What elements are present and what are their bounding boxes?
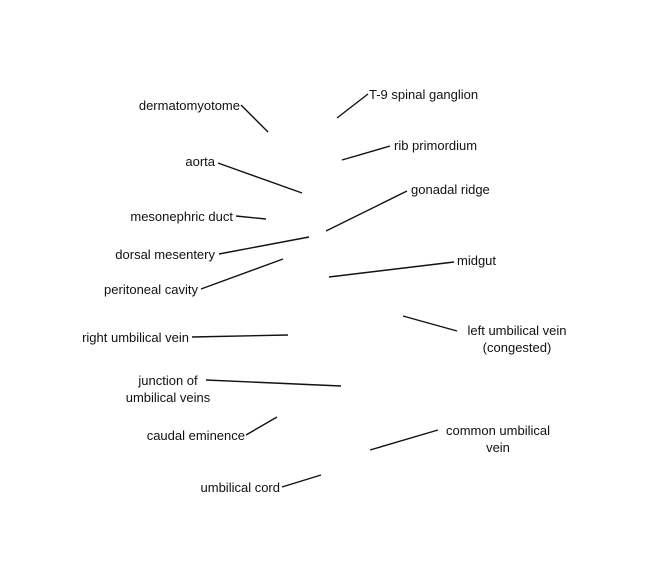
label-gonadal-ridge: gonadal ridge <box>411 182 490 197</box>
label-umbilical-cord: umbilical cord <box>200 480 280 495</box>
label-left-umbilical-vein-line-2: (congested) <box>482 340 552 355</box>
label-mesonephric-duct: mesonephric duct <box>130 209 233 224</box>
leader-dorsal-mesentery <box>218 236 310 255</box>
label-right-umbilical-vein: right umbilical vein <box>82 330 189 345</box>
label-common-umbilical-vein-line-1: common umbilical <box>445 423 551 438</box>
label-t9-spinal-ganglion: T-9 spinal ganglion <box>369 87 479 102</box>
label-common-umbilical-vein-line-2: vein <box>486 440 510 455</box>
label-junction-line-2: umbilical veins <box>125 390 211 405</box>
label-dermatomyotome: dermatomyotome <box>138 98 240 113</box>
leader-t9-spinal-ganglion <box>336 93 369 119</box>
leader-common-umbilical-vein <box>369 429 439 451</box>
label-rib-primordium: rib primordium <box>394 138 478 153</box>
leader-left-umbilical-vein <box>402 315 458 332</box>
leader-midgut <box>328 261 455 278</box>
label-left-umbilical-vein: left umbilical vein (congested) <box>451 322 583 356</box>
label-dorsal-mesentery: dorsal mesentery <box>115 247 215 262</box>
label-peritoneal-cavity: peritoneal cavity <box>104 282 198 297</box>
leader-caudal-eminence <box>245 416 278 436</box>
leader-junction-of-umbilical-veins <box>205 379 342 387</box>
label-common-umbilical-vein: common umbilical vein <box>437 422 559 456</box>
leader-umbilical-cord <box>281 474 322 488</box>
leader-gonadal-ridge <box>325 190 408 232</box>
label-midgut: midgut <box>457 253 497 268</box>
label-junction-of-umbilical-veins: junction of umbilical veins <box>113 372 223 406</box>
leader-mesonephric-duct <box>235 215 267 220</box>
leader-peritoneal-cavity <box>200 258 284 290</box>
leader-rib-primordium <box>341 145 391 161</box>
label-left-umbilical-vein-line-1: left umbilical vein <box>467 323 567 338</box>
leader-right-umbilical-vein <box>191 334 289 338</box>
label-junction-line-1: junction of <box>138 373 198 388</box>
label-caudal-eminence: caudal eminence <box>146 428 245 443</box>
leader-aorta <box>217 162 303 194</box>
leader-dermatomyotome <box>240 104 269 133</box>
label-aorta: aorta <box>185 154 215 169</box>
